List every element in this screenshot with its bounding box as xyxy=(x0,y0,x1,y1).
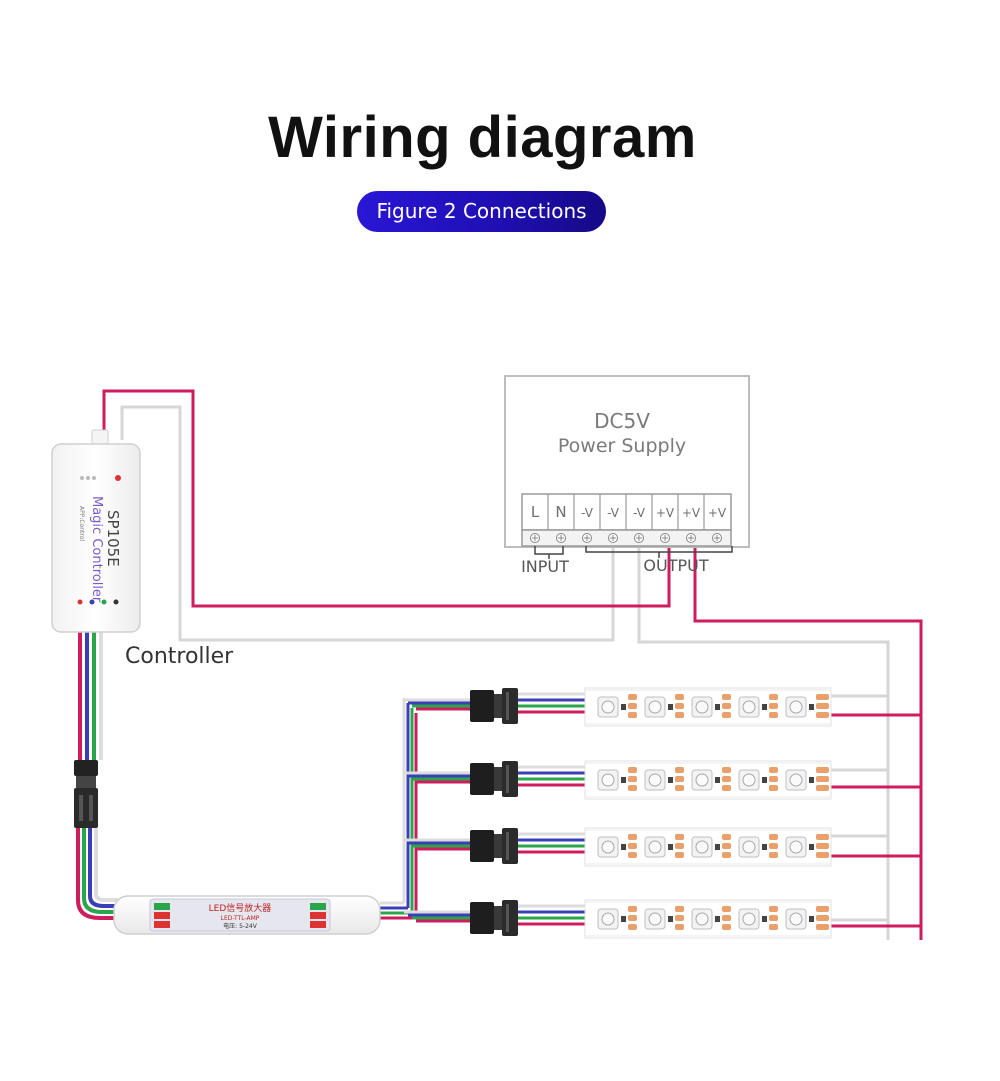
controller-brand: Magic Controller xyxy=(89,496,104,603)
screw-icon xyxy=(634,533,644,543)
led-chip-icon xyxy=(597,769,626,791)
led-chip-icon xyxy=(785,836,814,858)
led-chip-icon xyxy=(691,908,720,930)
terminal-label: +V xyxy=(656,506,675,520)
screw-icon xyxy=(556,533,566,543)
led-chip-icon xyxy=(644,836,673,858)
terminal-label: -V xyxy=(581,506,594,520)
screw-icon xyxy=(712,533,722,543)
led-chip-icon xyxy=(738,836,767,858)
jst-connector-icon xyxy=(470,761,518,797)
terminal-label: +V xyxy=(682,506,701,520)
jst-connector-icon xyxy=(470,688,518,724)
signal-bus xyxy=(380,698,418,920)
led-chip-icon xyxy=(785,696,814,718)
terminal-label: L xyxy=(531,503,540,521)
led-chip-icon xyxy=(644,769,673,791)
controller-model: SP105E xyxy=(104,510,122,567)
jst-connector-icon xyxy=(470,828,518,864)
led-chip-icon xyxy=(738,908,767,930)
psu-name-label: Power Supply xyxy=(558,435,686,457)
terminal-label: -V xyxy=(633,506,646,520)
led-chip-icon xyxy=(597,908,626,930)
led-chip-icon xyxy=(597,836,626,858)
controller-app-label: APP:Control xyxy=(78,506,85,541)
screw-icon xyxy=(660,533,670,543)
led-chip-icon xyxy=(738,696,767,718)
led-strip-row xyxy=(404,687,832,727)
psu-voltage-label: DC5V xyxy=(594,409,650,433)
page-title: Wiring diagram xyxy=(268,105,697,170)
led-chip-icon xyxy=(644,908,673,930)
led-chip-icon xyxy=(691,769,720,791)
amplifier-title: LED信号放大器 xyxy=(209,902,272,914)
led-strip-row xyxy=(404,760,832,800)
led-strip-row xyxy=(404,827,832,867)
screw-icon xyxy=(530,533,540,543)
led-chip-icon xyxy=(738,769,767,791)
jst-connector-icon xyxy=(470,900,518,936)
led-chip-icon xyxy=(644,696,673,718)
led-chip-icon xyxy=(691,836,720,858)
output-label: OUTPUT xyxy=(643,556,708,575)
amplifier-voltage: 电压: 5-24V xyxy=(223,922,258,930)
led-chip-icon xyxy=(785,908,814,930)
led-strip-row xyxy=(404,899,832,939)
jst-connector-icon xyxy=(74,760,98,828)
led-chip-icon xyxy=(785,769,814,791)
terminal-label: N xyxy=(555,503,566,521)
led-chip-icon xyxy=(597,696,626,718)
screw-icon xyxy=(686,533,696,543)
amplifier-subtitle: LED-TTL-AMP xyxy=(221,915,260,922)
screw-icon xyxy=(608,533,618,543)
controller-label: Controller xyxy=(125,644,234,669)
figure-badge: Figure 2 Connections xyxy=(357,191,606,232)
controller-device: SP105E Magic Controller APP:Control Cont… xyxy=(51,429,234,920)
signal-amplifier: LED信号放大器 LED-TTL-AMP 电压: 5-24V xyxy=(113,895,381,935)
led-strips xyxy=(404,687,832,939)
terminal-label: -V xyxy=(607,506,620,520)
led-chip-icon xyxy=(691,696,720,718)
screw-icon xyxy=(582,533,592,543)
input-label: INPUT xyxy=(521,557,569,576)
positive-wires xyxy=(102,389,923,940)
terminal-label: +V xyxy=(708,506,727,520)
